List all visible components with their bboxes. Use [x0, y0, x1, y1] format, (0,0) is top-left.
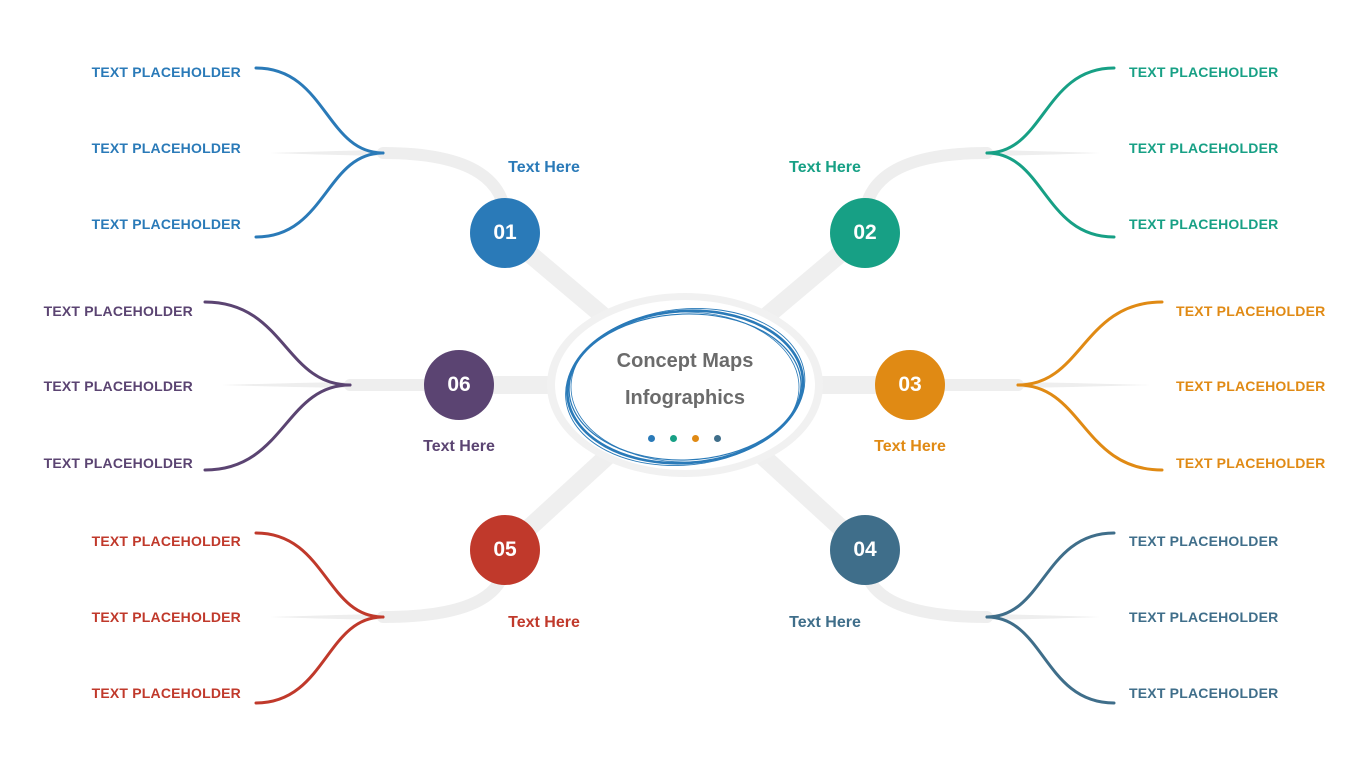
brush-ring-stroke: [570, 311, 800, 463]
node-01: 01: [470, 198, 540, 268]
junction-taper-6: [222, 382, 350, 388]
placeholder-item-02-3: TEXT PLACEHOLDER: [1129, 216, 1279, 232]
placeholder-item-04-2: TEXT PLACEHOLDER: [1129, 609, 1279, 625]
center-title-line1: Concept Maps: [616, 350, 754, 372]
center-ellipse: [555, 300, 815, 470]
placeholder-item-01-1: TEXT PLACEHOLDER: [91, 64, 241, 80]
placeholder-item-03-1: TEXT PLACEHOLDER: [1176, 303, 1326, 319]
branch-curve-1-3: [254, 151, 385, 239]
branch-curve-2-1: [985, 66, 1116, 155]
placeholder-item-02-2: TEXT PLACEHOLDER: [1129, 140, 1279, 156]
node-05: 05: [470, 515, 540, 585]
placeholder-item-04-3: TEXT PLACEHOLDER: [1129, 685, 1279, 701]
junction-taper-1: [270, 150, 383, 156]
brush-ring-stroke: [565, 307, 806, 467]
placeholder-item-06-2: TEXT PLACEHOLDER: [43, 378, 193, 394]
node-06: 06: [424, 350, 494, 420]
placeholder-item-02-1: TEXT PLACEHOLDER: [1129, 64, 1279, 80]
branch-curve-5-1: [254, 531, 385, 619]
placeholder-item-05-3: TEXT PLACEHOLDER: [91, 685, 241, 701]
brush-ring-stroke: [566, 309, 805, 465]
branch-curve-4-1: [985, 531, 1116, 619]
branch-curve-3-3: [1016, 383, 1164, 472]
branch-curve-3-1: [1016, 300, 1164, 387]
branch-curve-5-3: [254, 615, 385, 705]
node-03: 03: [875, 350, 945, 420]
center-dot-3: [692, 435, 699, 442]
placeholder-item-03-2: TEXT PLACEHOLDER: [1176, 378, 1326, 394]
branch-curve-4-3: [985, 615, 1116, 705]
node-caption-06: Text Here: [423, 438, 495, 455]
center-dot-1: [648, 435, 655, 442]
center-dot-2: [670, 435, 677, 442]
brush-ring-stroke: [568, 313, 802, 461]
node-caption-04: Text Here: [789, 614, 861, 631]
center-dot-4: [714, 435, 721, 442]
branch-curve-6-1: [203, 300, 352, 387]
junction-taper-3: [1018, 382, 1150, 388]
placeholder-item-01-3: TEXT PLACEHOLDER: [91, 216, 241, 232]
node-caption-02: Text Here: [789, 159, 861, 176]
center-title-line2: Infographics: [624, 387, 746, 409]
branch-curve-2-3: [985, 151, 1116, 239]
placeholder-item-05-2: TEXT PLACEHOLDER: [91, 609, 241, 625]
placeholder-item-03-3: TEXT PLACEHOLDER: [1176, 455, 1326, 471]
junction-taper-4: [987, 614, 1100, 620]
branch-curve-1-1: [254, 66, 385, 155]
junction-taper-5: [270, 614, 383, 620]
placeholder-item-01-2: TEXT PLACEHOLDER: [91, 140, 241, 156]
junction-taper-2: [987, 150, 1100, 156]
placeholder-item-05-1: TEXT PLACEHOLDER: [91, 533, 241, 549]
node-caption-03: Text Here: [874, 438, 946, 455]
node-04: 04: [830, 515, 900, 585]
node-02: 02: [830, 198, 900, 268]
placeholder-item-06-3: TEXT PLACEHOLDER: [43, 455, 193, 471]
node-caption-05: Text Here: [508, 614, 580, 631]
placeholder-item-04-1: TEXT PLACEHOLDER: [1129, 533, 1279, 549]
placeholder-item-06-1: TEXT PLACEHOLDER: [43, 303, 193, 319]
branch-curve-6-3: [203, 383, 352, 472]
node-caption-01: Text Here: [508, 159, 580, 176]
